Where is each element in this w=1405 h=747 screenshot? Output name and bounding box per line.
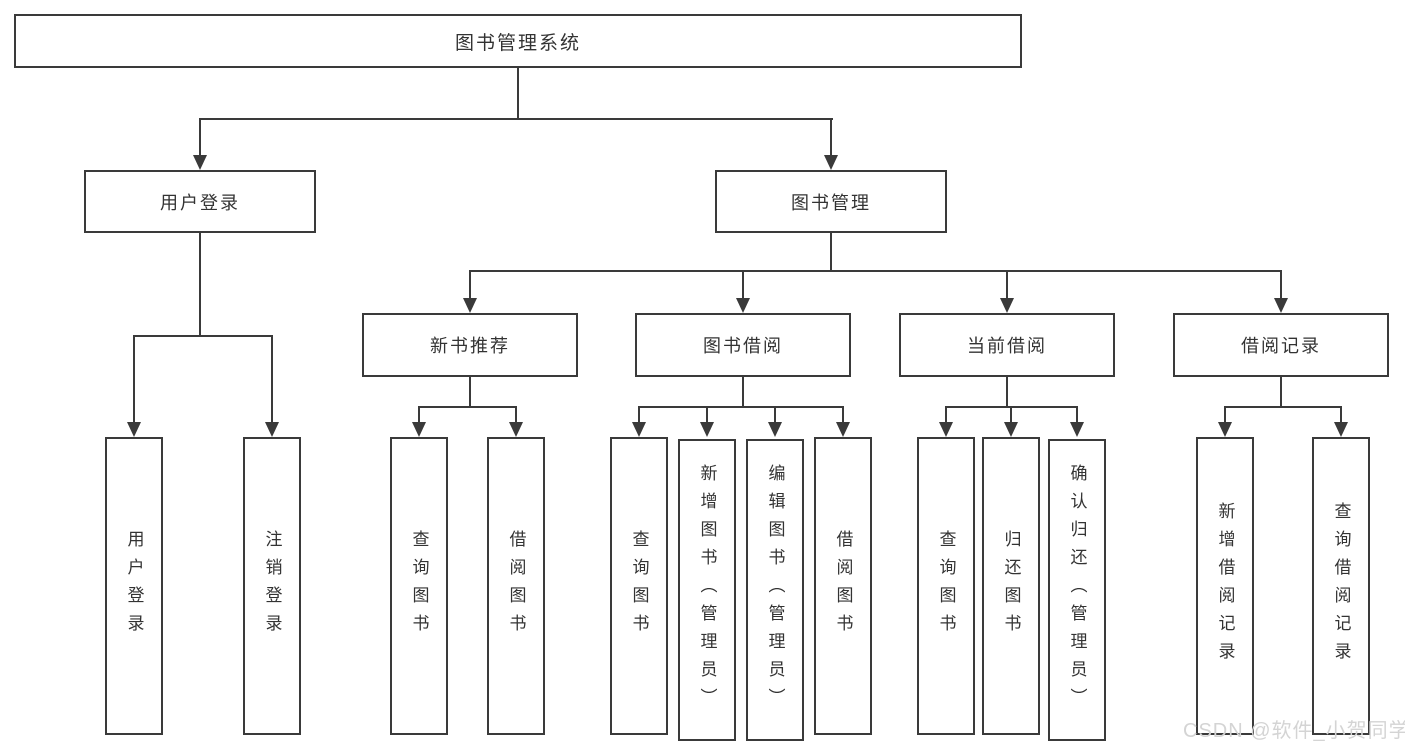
node-current-borrowing: 当前借阅: [899, 313, 1115, 377]
node-book-borrowing: 图书借阅: [635, 313, 851, 377]
arrow-down-icon: [1004, 422, 1018, 437]
connector-line: [1280, 270, 1282, 300]
connector-line: [418, 406, 420, 424]
arrow-down-icon: [1070, 422, 1084, 437]
connector-line: [469, 270, 471, 300]
connector-line: [638, 406, 844, 408]
node-new-book-recommend: 新书推荐: [362, 313, 578, 377]
leaf-cb-return-books-label: 归还图书: [1001, 530, 1021, 642]
connector-line: [1224, 406, 1226, 424]
connector-line: [1280, 377, 1282, 406]
connector-line: [517, 68, 519, 118]
arrow-down-icon: [632, 422, 646, 437]
connector-line: [199, 118, 201, 157]
arrow-down-icon: [463, 298, 477, 313]
arrow-down-icon: [939, 422, 953, 437]
leaf-br-query-record-label: 查询借阅记录: [1331, 502, 1351, 670]
csdn-watermark: CSDN @软件_小贺同学: [1183, 720, 1405, 742]
arrow-down-icon: [1274, 298, 1288, 313]
node-user-login-label: 用户登录: [160, 192, 240, 213]
connector-line: [515, 406, 517, 424]
leaf-cb-query-books-label: 查询图书: [936, 530, 956, 642]
arrow-down-icon: [265, 422, 279, 437]
leaf-ul-logout: 注销登录: [243, 437, 301, 735]
arrow-down-icon: [1334, 422, 1348, 437]
node-book-management: 图书管理: [715, 170, 947, 233]
leaf-bb-query-books-label: 查询图书: [629, 530, 649, 642]
leaf-bb-add-book-admin-label: 新增图书（管理员）: [697, 464, 717, 716]
node-root-library-system: 图书管理系统: [14, 14, 1022, 68]
node-borrowing-records-label: 借阅记录: [1241, 336, 1321, 356]
leaf-bb-query-books: 查询图书: [610, 437, 668, 735]
leaf-bb-edit-book-admin-label: 编辑图书（管理员）: [765, 464, 785, 716]
arrow-down-icon: [1000, 298, 1014, 313]
leaf-br-add-record-label: 新增借阅记录: [1215, 502, 1235, 670]
leaf-nb-borrow-books: 借阅图书: [487, 437, 545, 735]
leaf-bb-borrow-books-label: 借阅图书: [833, 530, 853, 642]
connector-line: [742, 377, 744, 406]
leaf-br-query-record: 查询借阅记录: [1312, 437, 1370, 735]
connector-line: [638, 406, 640, 424]
node-new-book-recommend-label: 新书推荐: [430, 336, 510, 356]
leaf-nb-borrow-books-label: 借阅图书: [506, 530, 526, 642]
node-current-borrowing-label: 当前借阅: [967, 336, 1047, 356]
leaf-ul-logout-label: 注销登录: [262, 530, 282, 642]
connector-line: [742, 270, 744, 300]
node-user-login: 用户登录: [84, 170, 316, 233]
arrow-down-icon: [700, 422, 714, 437]
connector-line: [199, 233, 201, 335]
leaf-cb-return-books: 归还图书: [982, 437, 1040, 735]
connector-line: [830, 233, 832, 270]
leaf-ul-user-login: 用户登录: [105, 437, 163, 735]
leaf-cb-confirm-return-admin: 确认归还（管理员）: [1048, 439, 1106, 741]
connector-line: [706, 406, 708, 424]
arrow-down-icon: [193, 155, 207, 170]
connector-line: [1340, 406, 1342, 424]
node-book-management-label: 图书管理: [791, 192, 871, 213]
leaf-bb-add-book-admin: 新增图书（管理员）: [678, 439, 736, 741]
connector-line: [1224, 406, 1342, 408]
connector-line: [1010, 406, 1012, 424]
leaf-cb-query-books: 查询图书: [917, 437, 975, 735]
arrow-down-icon: [836, 422, 850, 437]
connector-line: [1006, 270, 1008, 300]
connector-line: [945, 406, 947, 424]
leaf-nb-query-books-label: 查询图书: [409, 530, 429, 642]
connector-line: [830, 118, 832, 157]
connector-line: [271, 335, 273, 424]
node-book-borrowing-label: 图书借阅: [703, 336, 783, 356]
connector-line: [842, 406, 844, 424]
leaf-bb-borrow-books: 借阅图书: [814, 437, 872, 735]
arrow-down-icon: [127, 422, 141, 437]
connector-line: [1006, 377, 1008, 406]
node-root-label: 图书管理系统: [454, 32, 581, 54]
arrow-down-icon: [736, 298, 750, 313]
arrow-down-icon: [768, 422, 782, 437]
connector-line: [133, 335, 135, 424]
leaf-cb-confirm-return-admin-label: 确认归还（管理员）: [1067, 464, 1087, 716]
arrow-down-icon: [412, 422, 426, 437]
connector-line: [1076, 406, 1078, 424]
connector-line: [469, 270, 1282, 272]
arrow-down-icon: [509, 422, 523, 437]
connector-line: [469, 377, 471, 406]
arrow-down-icon: [1218, 422, 1232, 437]
leaf-bb-edit-book-admin: 编辑图书（管理员）: [746, 439, 804, 741]
connector-line: [418, 406, 517, 408]
node-borrowing-records: 借阅记录: [1173, 313, 1389, 377]
leaf-br-add-record: 新增借阅记录: [1196, 437, 1254, 735]
leaf-ul-user-login-label: 用户登录: [124, 530, 144, 642]
connector-line: [774, 406, 776, 424]
arrow-down-icon: [824, 155, 838, 170]
connector-line: [133, 335, 273, 337]
leaf-nb-query-books: 查询图书: [390, 437, 448, 735]
connector-line: [199, 118, 833, 120]
